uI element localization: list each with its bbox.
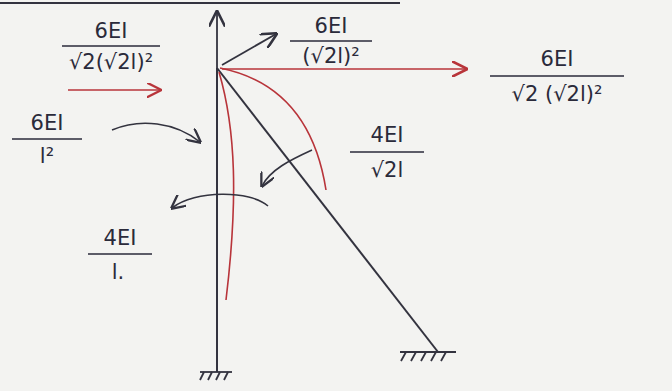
inclined-member [217, 68, 438, 352]
pointer-arrow [112, 123, 200, 142]
vertical-force-arrow [216, 12, 218, 68]
fraction-denominator: l² [40, 146, 54, 167]
fraction-numerator: 6EI [315, 16, 348, 37]
horizontal-force-arrow [222, 68, 466, 70]
fraction-numerator: 4EI [371, 125, 404, 146]
moment-arrow [172, 194, 268, 208]
fixed-support [400, 352, 456, 361]
moment-arrow [262, 150, 312, 186]
fraction-denominator: (√2l)² [302, 46, 359, 67]
fraction-numerator: 4EI [104, 228, 137, 249]
inclined-force-arrow [222, 34, 276, 65]
fraction-denominator: √2l [371, 160, 404, 181]
fraction-numerator: 6EI [31, 113, 64, 134]
page-rule [0, 2, 400, 4]
deflected-shape [219, 72, 234, 300]
fraction-numerator: 6EI [95, 21, 128, 42]
fraction-bar [12, 41, 624, 254]
column-member [216, 68, 218, 372]
fixed-support [200, 372, 232, 380]
fraction-denominator: √2 (√2l)² [512, 84, 603, 105]
deflected-shape [220, 68, 326, 190]
horizontal-force-arrow [68, 89, 160, 91]
fraction-denominator: l. [112, 262, 125, 283]
fraction-denominator: √2(√2l)² [69, 52, 153, 73]
fraction-numerator: 6EI [541, 49, 574, 70]
